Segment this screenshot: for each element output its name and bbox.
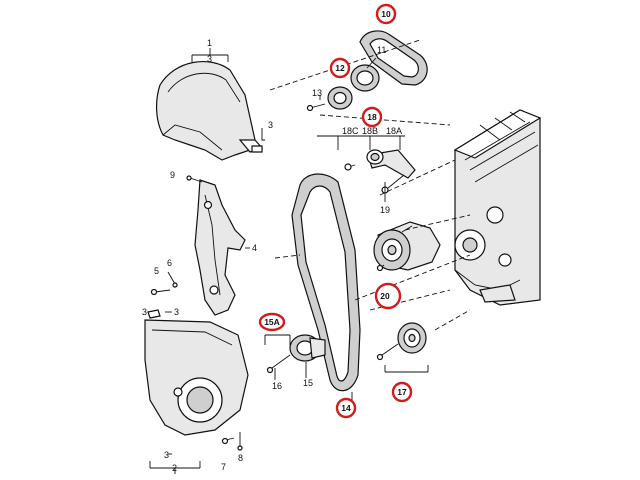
callout-10[interactable]: 10 <box>375 3 397 25</box>
callout-5: 5 <box>154 266 159 276</box>
callout-12[interactable]: 12 <box>329 57 351 79</box>
alignment-dashes <box>269 39 471 331</box>
callout-20-label: 20 <box>380 291 390 301</box>
callout-6: 6 <box>167 258 172 268</box>
callout-3-cover: 3 <box>268 120 273 130</box>
callout-3-mid: 3 <box>174 307 179 317</box>
callout-3-side: 3 <box>142 307 147 317</box>
callout-18c: 18C <box>342 126 359 136</box>
idler-pulley <box>266 334 326 374</box>
callout-3-top: 3 <box>207 54 212 64</box>
callout-18-label: 18 <box>367 112 377 122</box>
callout-18a: 18A <box>386 126 402 136</box>
callout-10-label: 10 <box>381 9 391 19</box>
callout-7: 7 <box>221 462 226 472</box>
water-pump <box>373 221 441 272</box>
lower-timing-cover <box>144 319 249 436</box>
callout-1: 1 <box>207 38 212 48</box>
callout-9: 9 <box>170 170 175 180</box>
callout-18b: 18B <box>362 126 378 136</box>
engine-block <box>453 109 542 306</box>
callout-15: 15 <box>303 378 313 388</box>
callout-18[interactable]: 18 <box>361 106 383 128</box>
callout-11: 11 <box>377 45 386 55</box>
callout-19: 19 <box>380 205 390 215</box>
callout-15a-label: 15A <box>264 317 280 327</box>
tensioner-pulley <box>306 86 353 112</box>
callout-8: 8 <box>238 453 243 463</box>
callout-numbers: 1 3 3 9 4 5 6 3 3 2 7 8 3 11 13 18C 18B … <box>142 38 402 473</box>
lower-idler-pulley <box>376 322 427 361</box>
fasteners <box>147 145 263 451</box>
callout-15a[interactable]: 15A <box>258 312 286 332</box>
callout-14[interactable]: 14 <box>335 397 357 419</box>
callout-4: 4 <box>252 243 257 253</box>
callout-12-label: 12 <box>335 63 345 73</box>
timing-belt <box>291 173 361 392</box>
camshaft-sprocket <box>350 64 380 92</box>
callout-2: 2 <box>172 463 177 473</box>
callout-17[interactable]: 17 <box>391 381 413 403</box>
callout-13: 13 <box>312 88 322 98</box>
callout-17-label: 17 <box>397 387 407 397</box>
callout-16: 16 <box>272 381 282 391</box>
callout-20[interactable]: 20 <box>374 282 402 310</box>
upper-timing-cover <box>156 61 264 161</box>
idler-bracket-assembly <box>344 149 416 194</box>
leader-lines <box>149 48 429 474</box>
middle-cover-bracket <box>194 179 246 316</box>
callout-3-low: 3 <box>164 450 169 460</box>
accessory-belt <box>359 30 428 86</box>
callout-14-label: 14 <box>341 403 351 413</box>
